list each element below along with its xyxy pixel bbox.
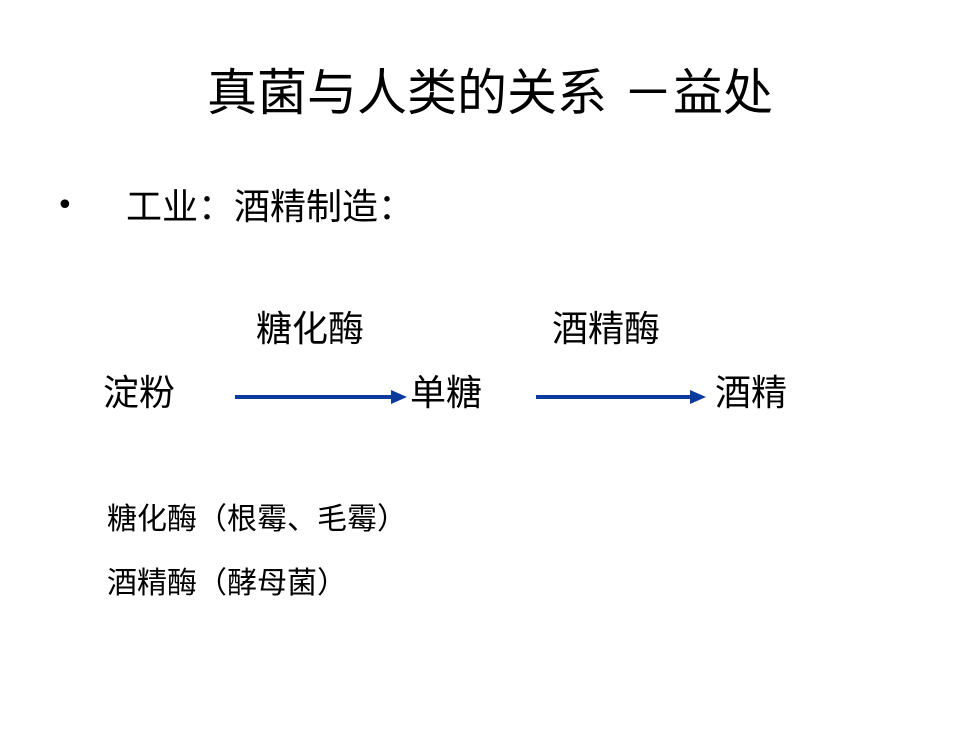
arrow-right-icon xyxy=(536,390,706,404)
process-middle-sugar: 单糖 xyxy=(410,373,483,414)
note-saccharifying-enzyme: 糖化酶（根霉、毛霉） xyxy=(107,502,407,537)
process-end-alcohol: 酒精 xyxy=(715,373,788,414)
arrow-right-icon xyxy=(235,390,407,404)
enzyme-label-saccharifying: 糖化酶 xyxy=(256,309,365,350)
bullet-text: 工业：酒精制造： xyxy=(126,187,415,228)
note-alcohol-enzyme: 酒精酶（酵母菌） xyxy=(107,566,347,601)
bullet-marker: • xyxy=(56,188,74,223)
slide-title: 真菌与人类的关系 －益处 xyxy=(207,64,773,122)
enzyme-label-alcohol: 酒精酶 xyxy=(552,309,661,350)
process-start-starch: 淀粉 xyxy=(103,373,176,414)
